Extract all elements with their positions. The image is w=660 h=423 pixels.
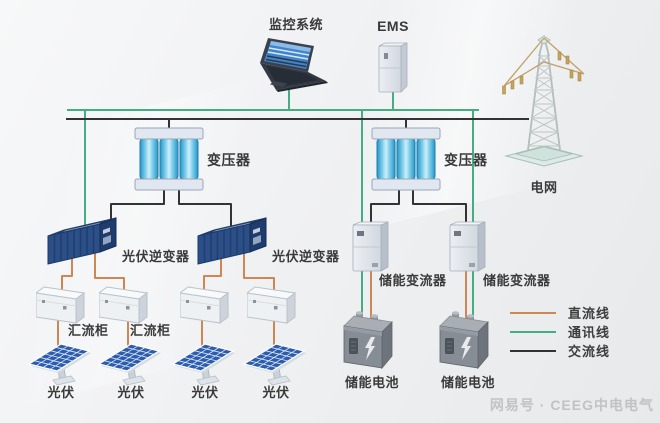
pv-inverter-label-left: 光伏逆变器: [122, 249, 190, 264]
grid-tower-icon: [498, 28, 590, 184]
comm-line-swatch: [510, 330, 556, 333]
transformer-icon-left: [134, 126, 204, 192]
legend: 直流线 通讯线 交流线: [510, 303, 610, 360]
dc-line-label: 直流线: [568, 306, 611, 321]
monitoring-label: 监控系统: [268, 17, 323, 32]
pv-inverter-label-right: 光伏逆变器: [272, 249, 340, 264]
legend-item-comm: 通讯线: [510, 322, 610, 341]
combiner-label-2: 汇流柜: [130, 323, 171, 338]
combiner-cabinet-icon-3: [180, 283, 238, 329]
transformer-label-right: 变压器: [444, 152, 488, 168]
battery-icon-2: [438, 310, 494, 372]
pv-panel-icon-4: [242, 336, 310, 390]
transformer-label-left: 变压器: [207, 152, 251, 168]
ems-label: EMS: [377, 18, 409, 34]
comm-line-label: 通讯线: [568, 325, 611, 340]
combiner-cabinet-icon-4: [247, 283, 305, 329]
battery-icon-1: [342, 310, 398, 372]
pv-label-3: 光伏: [191, 385, 219, 400]
storage-converter-icon-1: [351, 217, 393, 275]
pv-panel-icon-2: [97, 336, 165, 390]
pv-panel-icon-3: [171, 336, 239, 390]
watermark: 网易号 · CEEG中电电气: [489, 397, 654, 413]
pv-label-4: 光伏: [262, 385, 290, 400]
storage-converter-icon-2: [448, 217, 490, 275]
grid-label: 电网: [530, 180, 558, 195]
pv-panel-icon-1: [27, 336, 95, 390]
pv-inverter-icon-left: [46, 212, 120, 270]
combiner-label-1: 汇流柜: [68, 323, 109, 338]
monitoring-laptop-icon: [256, 36, 330, 92]
pv-label-2: 光伏: [117, 385, 145, 400]
storage-converter-label-1: 储能变流器: [379, 273, 447, 288]
pv-label-1: 光伏: [47, 385, 75, 400]
ems-unit-icon: [377, 40, 409, 96]
ac-line-swatch: [510, 349, 556, 352]
storage-converter-label-2: 储能变流器: [483, 273, 551, 288]
transformer-icon-right: [371, 126, 441, 192]
battery-label-1: 储能电池: [344, 375, 399, 390]
pv-inverter-icon-right: [196, 212, 270, 270]
ac-line-label: 交流线: [568, 344, 611, 359]
legend-item-dc: 直流线: [510, 303, 610, 322]
dc-line-swatch: [510, 311, 556, 314]
battery-label-2: 储能电池: [440, 375, 495, 390]
legend-item-ac: 交流线: [510, 341, 610, 360]
